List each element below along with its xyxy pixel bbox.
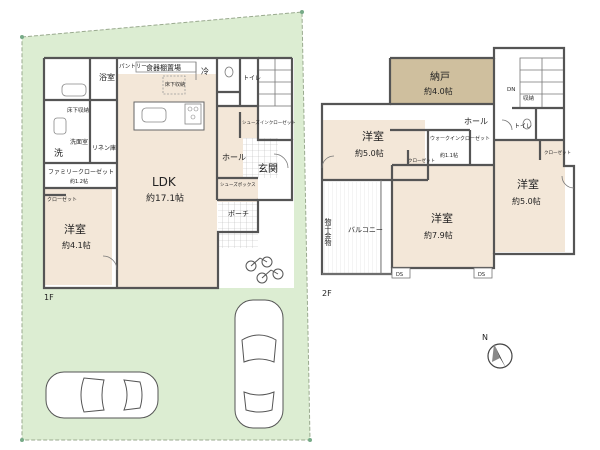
walkin-size: 約1.1帖 <box>440 152 458 159</box>
balcony-label: バルコニー <box>348 226 383 234</box>
floor2-label: 2F <box>322 289 332 298</box>
bicycle-icon <box>245 256 284 284</box>
room-b-floor <box>392 165 494 267</box>
room-ldk-label: LDK <box>152 175 177 189</box>
room-toilet-label: トイレ <box>243 75 261 82</box>
storage-floor <box>390 58 494 104</box>
floor2-plan: 納戸 約4.0帖 DN 収納 トイレ ホール 洋室 約5.0帖 ウォークインクロ… <box>320 46 576 298</box>
bedroom-floor <box>45 188 112 285</box>
floor1-label: 1F <box>44 293 54 302</box>
room-ldk-size: 約17.1帖 <box>146 192 184 204</box>
ds-label: DS <box>478 272 485 278</box>
closet-c-label: クローゼット <box>544 149 571 156</box>
bathtub-icon <box>61 83 87 97</box>
door-arc <box>102 255 118 271</box>
room-entrance-label: 玄関 <box>258 162 278 175</box>
room-cabinet-label: 食器棚置場 <box>146 63 181 72</box>
room-porch-label: ポーチ <box>228 210 249 218</box>
closet-label: クローゼット <box>47 196 77 203</box>
room-linen-label: リネン庫 <box>92 144 116 152</box>
door-arc <box>501 119 513 131</box>
stove-icon <box>184 103 202 125</box>
family-closet-label: ファミリークローゼット <box>48 168 114 176</box>
floor1-plan: 浴室 パントリー 食器棚置場 冷 床下収納 トイレ 床下収納 洗面室 洗 リネン… <box>42 56 296 302</box>
room-a-size: 約5.0帖 <box>355 148 384 158</box>
toilet-icon <box>522 118 532 130</box>
toilet-icon <box>224 66 234 78</box>
room-hall2-label: ホール <box>464 117 488 126</box>
porch-floor <box>218 202 258 248</box>
room-a-label: 洋室 <box>362 129 384 143</box>
family-closet-size: 約1.2帖 <box>70 178 88 185</box>
storage-small-label: 収納 <box>523 94 535 102</box>
balcony-floor <box>323 182 381 274</box>
room-washroom-label: 洗面室 <box>70 138 88 146</box>
entrance-floor <box>243 138 278 178</box>
wash-basin-icon <box>53 117 67 135</box>
site-marker <box>308 438 312 442</box>
car-icon <box>234 299 284 429</box>
door-arc <box>321 155 335 169</box>
shoes-closet-label: シューズインクローゼット <box>242 119 296 126</box>
drying-label: 物干金物 <box>324 217 332 247</box>
closet-a-label: クローゼット <box>408 157 435 164</box>
door-arc <box>561 175 575 189</box>
compass-icon: N <box>482 333 513 369</box>
door-arc <box>273 153 289 169</box>
ds-box <box>473 267 493 279</box>
ds-label: DS <box>396 272 403 278</box>
room-c-floor <box>495 140 565 252</box>
walkin-label: ウォークインクローゼット <box>430 135 490 142</box>
room-storage-label: 納戸 <box>430 70 450 83</box>
room-bedroom-label: 洋室 <box>64 222 86 236</box>
room-storage-size: 約4.0帖 <box>424 86 453 96</box>
room-hall-label: ホール <box>222 153 246 162</box>
shoebox-label: シューズボックス <box>220 181 256 188</box>
fridge-label: 冷 <box>201 66 209 76</box>
room-pantry-label: パントリー <box>119 63 147 70</box>
underfloor-label: 床下収納 <box>165 81 185 88</box>
room-b-label: 洋室 <box>431 211 453 225</box>
ds-box <box>391 267 411 279</box>
compass-label: N <box>482 333 488 342</box>
room-bedroom-size: 約4.1帖 <box>62 240 91 250</box>
site-marker <box>300 10 304 14</box>
site-marker <box>20 438 24 442</box>
dn-label: DN <box>507 87 515 93</box>
sink-icon <box>141 107 167 123</box>
site-marker <box>20 35 24 39</box>
car-icon <box>45 371 159 419</box>
room-b-size: 約7.9帖 <box>424 230 453 240</box>
underfloor2-label: 床下収納 <box>67 106 90 114</box>
underfloor-storage <box>162 75 186 95</box>
wash-label: 洗 <box>54 147 63 159</box>
room-c-label: 洋室 <box>517 177 539 191</box>
room-bath-label: 浴室 <box>99 72 115 82</box>
room-toilet2-label: トイレ <box>514 123 532 130</box>
room-c-size: 約5.0帖 <box>512 196 541 206</box>
